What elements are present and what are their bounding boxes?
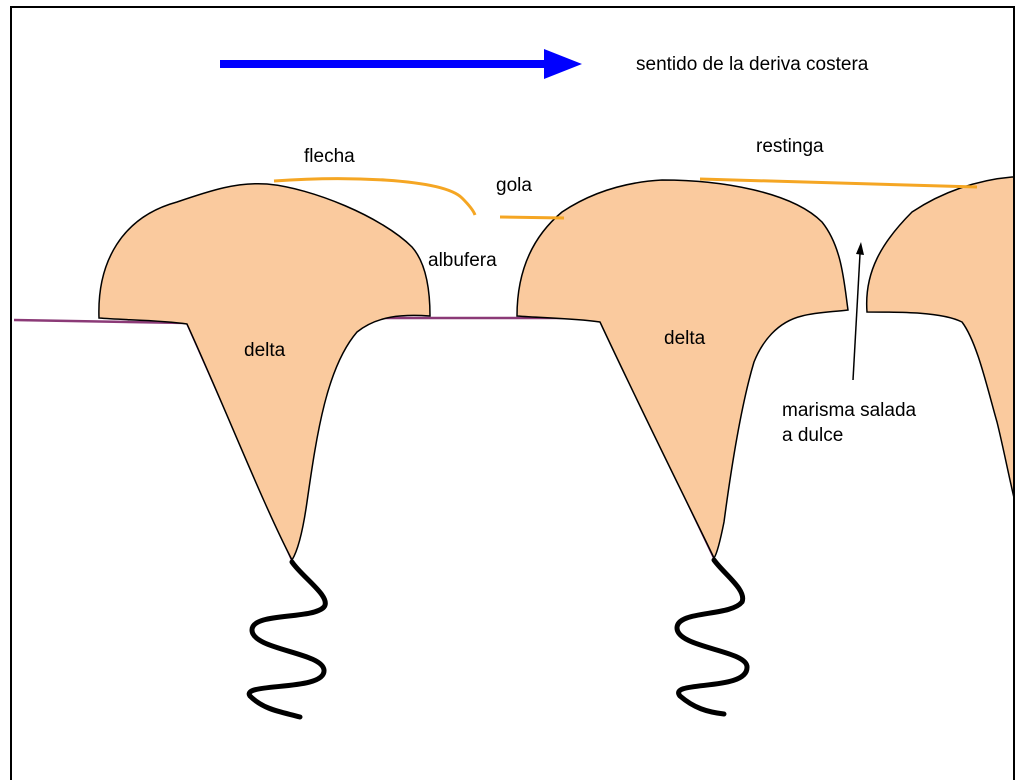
flecha-bar xyxy=(273,177,477,216)
coastal-diagram xyxy=(13,49,1013,720)
delta-left-landform xyxy=(98,182,431,562)
albufera-label: albufera xyxy=(428,250,497,271)
delta-middle-label: delta xyxy=(664,328,706,349)
river-middle xyxy=(674,557,750,717)
coastline xyxy=(13,316,716,561)
gola-label: gola xyxy=(496,175,532,196)
river-left xyxy=(246,559,328,720)
gola-bar xyxy=(499,215,565,220)
diagram-frame: sentido de la deriva costera flecha gola… xyxy=(10,6,1015,780)
arrow-up-icon xyxy=(852,242,864,381)
restinga-bar xyxy=(699,177,978,189)
marsh-label: marisma salada a dulce xyxy=(782,400,917,446)
restinga-label: restinga xyxy=(756,136,824,157)
drift-direction-label: sentido de la deriva costera xyxy=(636,54,869,75)
flecha-label: flecha xyxy=(304,146,355,167)
delta-right-landform xyxy=(865,176,1013,498)
delta-middle-landform xyxy=(516,179,849,560)
arrow-right-icon xyxy=(220,49,582,79)
delta-left-label: delta xyxy=(244,340,286,361)
